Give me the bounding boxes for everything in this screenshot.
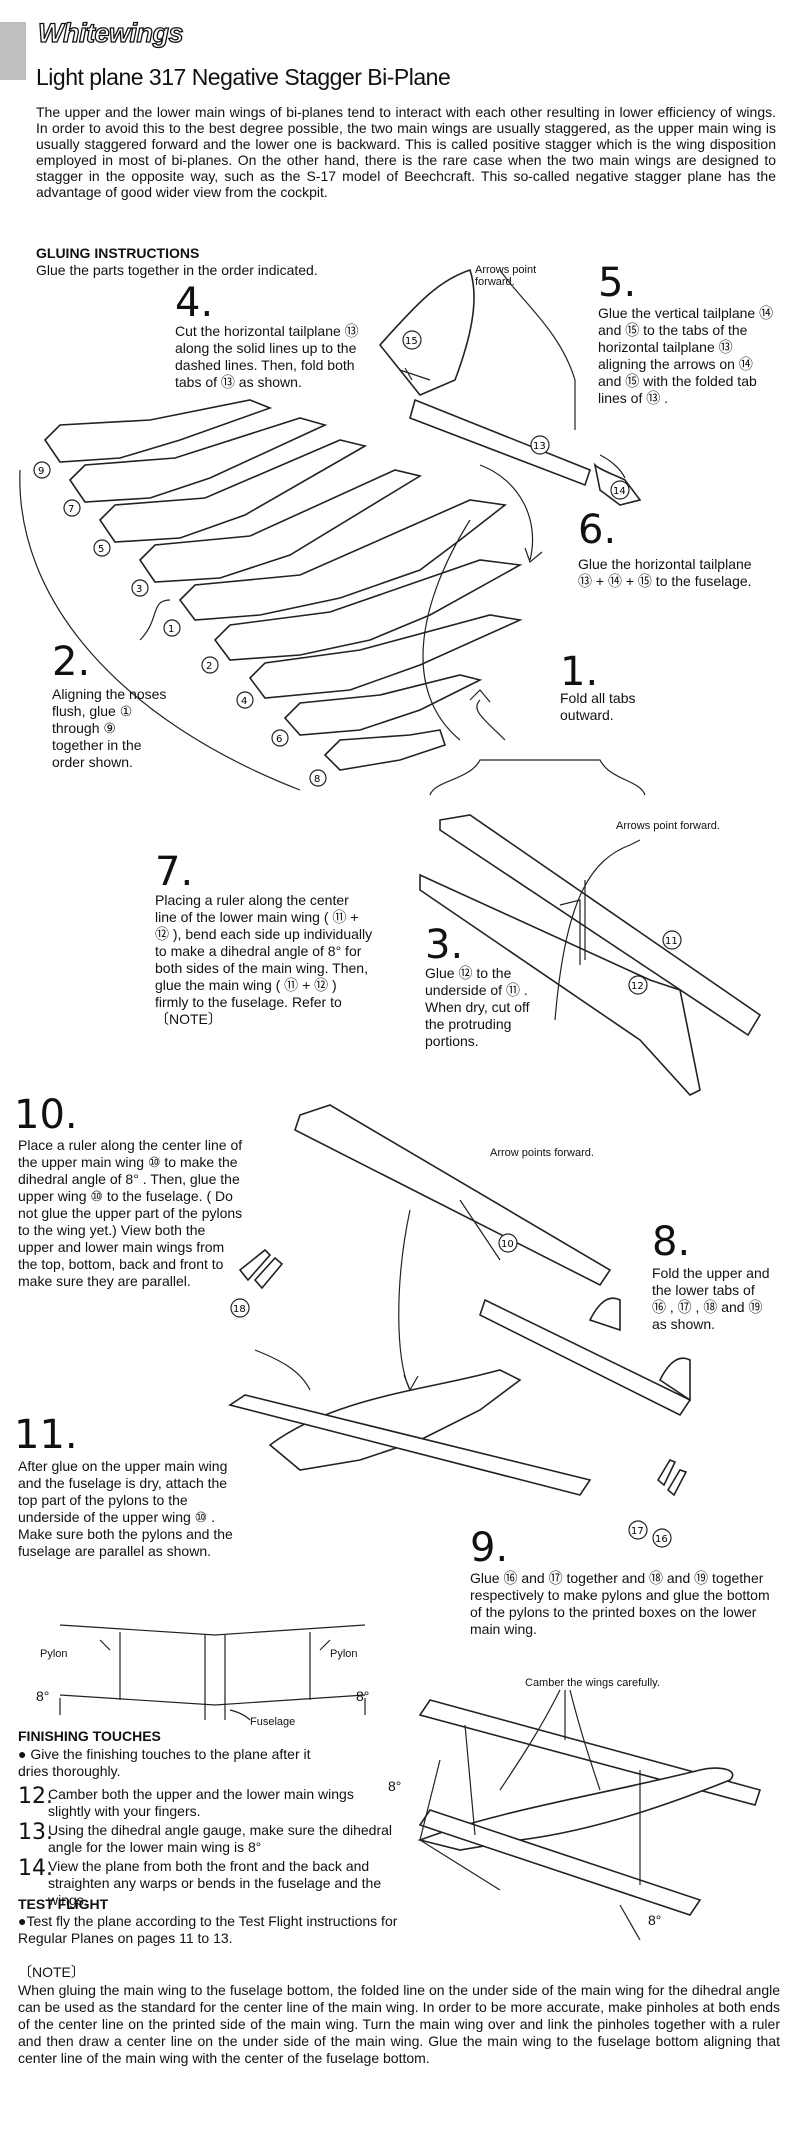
page-title: Light plane 317 Negative Stagger Bi-Plan… bbox=[36, 64, 451, 90]
svg-text:15: 15 bbox=[405, 336, 418, 347]
test-flight-heading: TEST FLIGHT bbox=[18, 1896, 109, 1912]
angle-plane-bottom-label: 8° bbox=[648, 1912, 662, 1928]
step-9-number: 9. bbox=[470, 1525, 509, 1571]
part-labels: 9 7 5 3 1 2 4 6 8 15 13 14 11 12 10 18 1… bbox=[33, 330, 682, 1548]
brand-bar bbox=[0, 22, 26, 80]
svg-text:17: 17 bbox=[631, 1526, 644, 1537]
front-view-diagram bbox=[59, 1624, 366, 1721]
svg-text:9: 9 bbox=[38, 466, 44, 477]
test-flight-text: ●Test fly the plane according to the Tes… bbox=[18, 1913, 398, 1946]
step-11-text: After glue on the upper main wing and th… bbox=[18, 1458, 233, 1559]
note-text: When gluing the main wing to the fuselag… bbox=[18, 1982, 780, 2066]
gluing-subtitle: Glue the parts together in the order ind… bbox=[36, 262, 318, 278]
gluing-heading: GLUING INSTRUCTIONS bbox=[36, 245, 200, 261]
svg-text:16: 16 bbox=[655, 1534, 668, 1545]
fuselage-label: Fuselage bbox=[250, 1716, 296, 1728]
step-7-number: 7. bbox=[155, 849, 194, 895]
plane-assembly-diagram bbox=[228, 1104, 692, 1497]
finishing-item: 13. Using the dihedral angle gauge, make… bbox=[18, 1822, 408, 1856]
svg-text:5: 5 bbox=[98, 544, 104, 555]
angle-left-label: 8° bbox=[36, 1688, 50, 1704]
svg-text:14: 14 bbox=[613, 486, 626, 497]
note-heading: 〔NOTE〕 bbox=[18, 1964, 85, 1980]
step-9-text: Glue ⑯ and ⑰ together and ⑱ and ⑲ togeth… bbox=[470, 1570, 770, 1637]
svg-text:18: 18 bbox=[233, 1304, 246, 1315]
svg-text:1: 1 bbox=[168, 624, 174, 635]
finishing-item: 12. Camber both the upper and the lower … bbox=[18, 1786, 408, 1820]
finishing-bullet: ● Give the finishing touches to the plan… bbox=[18, 1746, 311, 1779]
step-8-number: 8. bbox=[652, 1219, 691, 1265]
finishing-heading: FINISHING TOUCHES bbox=[18, 1728, 161, 1744]
step-1-text: Fold all tabs outward. bbox=[560, 690, 636, 723]
svg-text:11: 11 bbox=[665, 936, 678, 947]
finishing-item-number: 14. bbox=[18, 1856, 53, 1881]
finishing-item: 14. View the plane from both the front a… bbox=[18, 1858, 408, 1909]
finishing-item-number: 13. bbox=[18, 1820, 53, 1845]
step-4-text: Cut the horizontal tailplane ⑬ along the… bbox=[175, 323, 359, 390]
step-10-number: 10. bbox=[14, 1092, 78, 1138]
pylon-left-label: Pylon bbox=[40, 1648, 68, 1660]
step-2-text: Aligning the noses flush, glue ① through… bbox=[52, 686, 167, 770]
svg-text:12: 12 bbox=[631, 981, 644, 992]
step-3-number: 3. bbox=[425, 922, 464, 968]
step-2-number: 2. bbox=[52, 639, 91, 685]
step-1-number: 1. bbox=[560, 649, 599, 695]
camber-callout: Camber the wings carefully. bbox=[525, 1677, 660, 1689]
step-11-number: 11. bbox=[14, 1412, 78, 1458]
step-6-text: Glue the horizontal tailplane ⑬ + ⑭ + ⑮ … bbox=[578, 556, 752, 589]
arrows-forward-callout-1: Arrows point forward. bbox=[475, 264, 537, 288]
finishing-item-number: 12. bbox=[18, 1784, 53, 1809]
svg-text:3: 3 bbox=[136, 584, 142, 595]
fuselage-layers-diagram bbox=[19, 268, 646, 796]
finishing-item-text: Using the dihedral angle gauge, make sur… bbox=[48, 1822, 393, 1855]
intro-paragraph: The upper and the lower main wings of bi… bbox=[36, 104, 776, 200]
finishing-item-text: View the plane from both the front and t… bbox=[48, 1858, 382, 1908]
lower-wing-diagram bbox=[419, 814, 762, 1096]
step-5-number: 5. bbox=[598, 260, 637, 306]
arrow-forward-callout: Arrow points forward. bbox=[490, 1147, 594, 1159]
svg-text:13: 13 bbox=[533, 441, 546, 452]
step-10-text: Place a ruler along the center line of t… bbox=[18, 1137, 243, 1289]
finishing-item-text: Camber both the upper and the lower main… bbox=[48, 1786, 354, 1819]
angle-plane-top-label: 8° bbox=[388, 1778, 402, 1794]
angle-right-label: 8° bbox=[356, 1688, 370, 1704]
step-5-text: Glue the vertical tailplane ⑭ and ⑮ to t… bbox=[598, 305, 774, 406]
finished-plane-diagram bbox=[417, 1689, 762, 1941]
finishing-list: 12. Camber both the upper and the lower … bbox=[18, 1786, 408, 1909]
svg-text:4: 4 bbox=[241, 696, 247, 707]
pylon-right-label: Pylon bbox=[330, 1648, 358, 1660]
svg-text:6: 6 bbox=[276, 734, 282, 745]
arrows-forward-callout-2: Arrows point forward. bbox=[616, 820, 720, 832]
step-7-text: Placing a ruler along the center line of… bbox=[155, 892, 373, 1027]
step-8-text: Fold the upper and the lower tabs of ⑯ ,… bbox=[652, 1265, 770, 1332]
step-3-text: Glue ⑫ to the underside of ⑪ . When dry,… bbox=[425, 965, 530, 1049]
svg-text:8: 8 bbox=[314, 774, 320, 785]
svg-text:7: 7 bbox=[68, 504, 74, 515]
svg-text:2: 2 bbox=[206, 661, 212, 672]
step-4-number: 4. bbox=[175, 280, 214, 326]
brand-logo: Whitewings bbox=[37, 17, 184, 48]
svg-text:10: 10 bbox=[501, 1239, 514, 1250]
step-6-number: 6. bbox=[578, 507, 617, 553]
